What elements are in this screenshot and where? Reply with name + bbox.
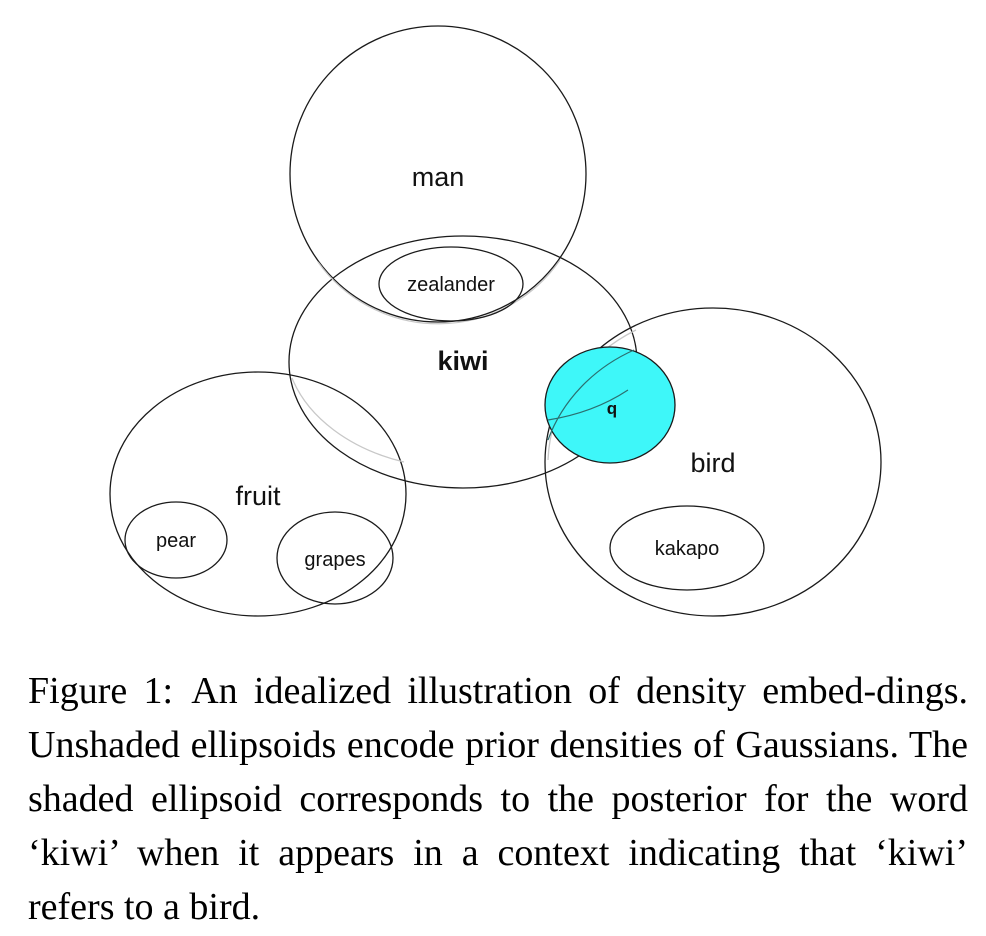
zealander-ellipse [378,246,524,322]
fruit-ellipse [109,371,407,617]
label-zealander: zealander [407,274,495,296]
q-overlap-lines [547,349,635,441]
label-pear: pear [156,530,196,552]
label-kiwi: kiwi [437,346,488,376]
label-kakapo: kakapo [655,538,720,560]
figure-caption: Figure 1: An idealized illustration of d… [28,664,968,934]
man-ellipse [289,25,587,323]
caption-label: Figure 1: [28,670,174,712]
man-kiwi-overlap-faint [317,259,561,325]
label-q: q [607,399,617,418]
label-bird: bird [690,448,735,478]
caption-text: An idealized illustration of density emb… [28,670,968,928]
density-embedding-diagram: man zealander kiwi q bird kakapo fruit p… [109,25,882,617]
grapes-ellipse [276,511,394,605]
kiwi-fruit-overlap-faint [291,377,405,463]
label-grapes: grapes [304,549,365,571]
pear-ellipse [124,501,228,579]
bird-ellipse [544,307,882,617]
label-man: man [412,162,465,192]
label-fruit: fruit [235,481,281,511]
posterior-q-ellipse [544,346,676,464]
kakapo-ellipse [609,505,765,591]
